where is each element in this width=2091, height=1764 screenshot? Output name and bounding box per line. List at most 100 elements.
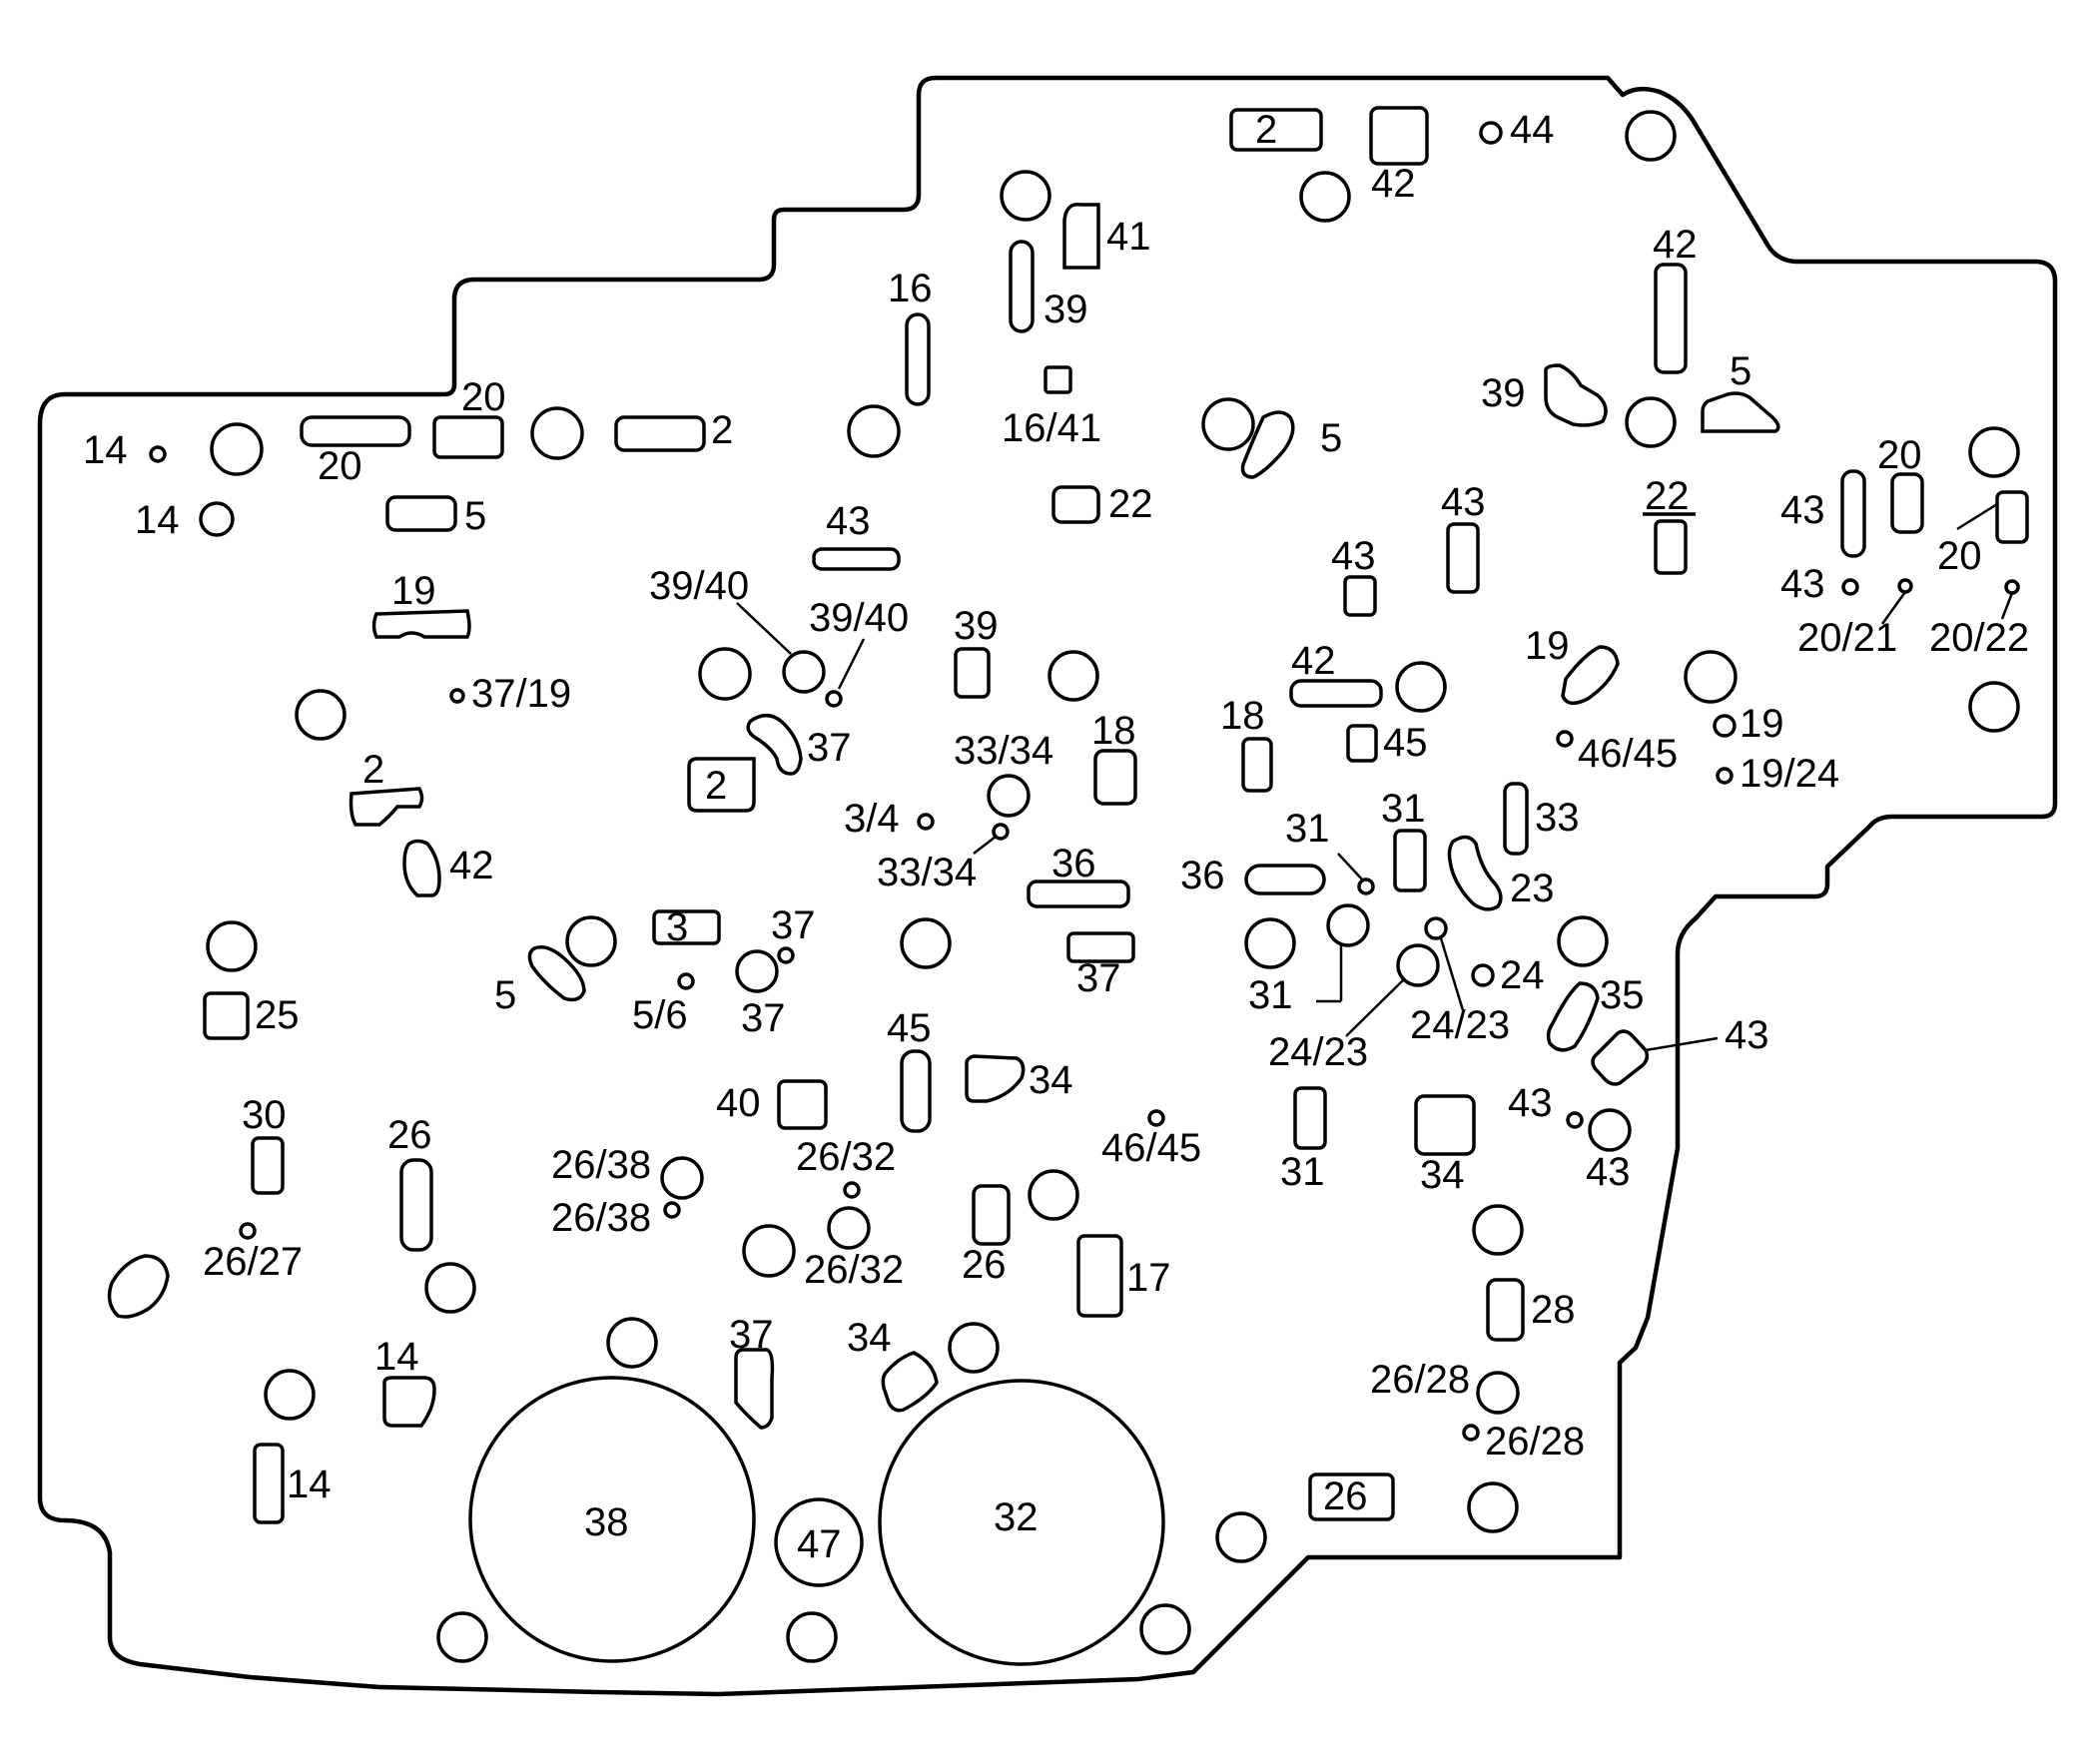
vertical-slot [1076, 1234, 1123, 1318]
small-hole [1556, 730, 1574, 748]
small-hole [149, 445, 167, 463]
bore-47 [774, 1497, 864, 1587]
label-26: 26 [1323, 1474, 1368, 1518]
vertical-slot [253, 1443, 285, 1524]
label-42: 42 [1653, 223, 1698, 267]
label-5: 5 [1730, 349, 1751, 393]
vertical-slot [1995, 490, 2029, 544]
horizontal-slot [300, 415, 411, 447]
small-hole [1147, 1109, 1165, 1127]
label-37-19: 37/19 [471, 672, 571, 716]
label-18: 18 [1220, 694, 1265, 738]
label-31: 31 [1381, 787, 1426, 831]
label-5: 5 [1320, 416, 1342, 460]
square-port [777, 1079, 828, 1130]
label-36: 36 [1051, 842, 1096, 885]
port [348, 787, 424, 827]
label-47: 47 [797, 1522, 842, 1566]
label-37: 37 [771, 903, 816, 947]
label-20: 20 [1937, 534, 1982, 578]
label-2: 2 [705, 764, 727, 808]
label-31: 31 [1248, 973, 1293, 1017]
label-44: 44 [1510, 108, 1555, 152]
small-hole [992, 823, 1010, 841]
round-hole [1968, 681, 2020, 733]
small-hole [843, 1181, 861, 1199]
label-20: 20 [461, 375, 506, 419]
label-34: 34 [1420, 1153, 1465, 1197]
round-hole [1557, 915, 1609, 967]
large-bore [878, 1379, 1165, 1666]
vertical-slot [1503, 782, 1529, 856]
label-45: 45 [887, 1006, 932, 1050]
leader-line [1645, 1036, 1719, 1052]
round-hole [1472, 1204, 1524, 1256]
label-35: 35 [1600, 973, 1645, 1017]
round-hole [565, 915, 617, 967]
round-hole [606, 1317, 658, 1369]
small-hole [1357, 878, 1375, 895]
label-37: 37 [741, 996, 786, 1040]
label-41: 41 [1106, 215, 1151, 259]
label-33-34: 33/34 [877, 851, 977, 894]
leader-line [736, 602, 792, 655]
rect-port [1066, 931, 1135, 963]
horizontal-slot [371, 609, 471, 639]
square-port [1369, 106, 1429, 166]
angled-port [965, 1054, 1026, 1103]
small-hole [1897, 578, 1913, 594]
leader-line [1956, 502, 1998, 531]
label-26-32: 26/32 [804, 1248, 904, 1292]
small-hole [449, 688, 465, 704]
vertical-slot [972, 1184, 1011, 1246]
vertical-slot [1241, 737, 1273, 793]
horizontal-slot [614, 415, 706, 452]
label-26-28: 26/28 [1370, 1358, 1470, 1402]
round-hole [827, 1206, 871, 1250]
round-hole [264, 1369, 316, 1421]
small-hole [1713, 714, 1737, 738]
label-40: 40 [716, 1081, 761, 1125]
label-28: 28 [1531, 1288, 1576, 1332]
label-39: 39 [954, 604, 999, 648]
rect-port [1654, 519, 1688, 575]
round-hole [1326, 903, 1370, 947]
diamond-port [1591, 1029, 1650, 1086]
small-hole [677, 972, 695, 990]
label-18: 18 [1091, 709, 1136, 753]
rect-port [1229, 108, 1323, 152]
round-hole [1684, 650, 1738, 704]
small-hole [1479, 121, 1503, 145]
label-39: 39 [1044, 288, 1088, 331]
vertical-slot [1654, 263, 1688, 374]
round-hole [1047, 650, 1099, 702]
label-26: 26 [387, 1113, 432, 1157]
diagonal-slot [1561, 645, 1620, 706]
round-hole [424, 1262, 476, 1314]
label-26-32: 26/32 [796, 1135, 896, 1179]
label-26-38: 26/38 [551, 1143, 651, 1187]
round-hole [1467, 1481, 1519, 1533]
vertical-slot [905, 312, 931, 406]
label-14: 14 [374, 1335, 419, 1379]
label-43: 43 [1441, 480, 1486, 524]
round-hole [1625, 110, 1677, 162]
round-hole [1396, 943, 1440, 987]
label-37: 37 [807, 726, 852, 770]
small-hole [1566, 1111, 1584, 1129]
leader-line [1439, 937, 1465, 1011]
horizontal-slot [385, 495, 457, 532]
round-hole [1588, 1108, 1632, 1152]
round-hole [987, 774, 1031, 818]
label-5: 5 [464, 494, 486, 538]
horizontal-slot [1289, 679, 1383, 708]
label-42: 42 [1371, 162, 1416, 206]
round-hole [782, 650, 826, 694]
label-43: 43 [1780, 562, 1825, 606]
round-hole [1000, 170, 1051, 222]
label-45: 45 [1383, 721, 1428, 765]
vertical-slot [1890, 472, 1924, 534]
label-20-22: 20/22 [1929, 616, 2029, 660]
label-34: 34 [1029, 1058, 1073, 1102]
label-3: 3 [666, 905, 688, 949]
